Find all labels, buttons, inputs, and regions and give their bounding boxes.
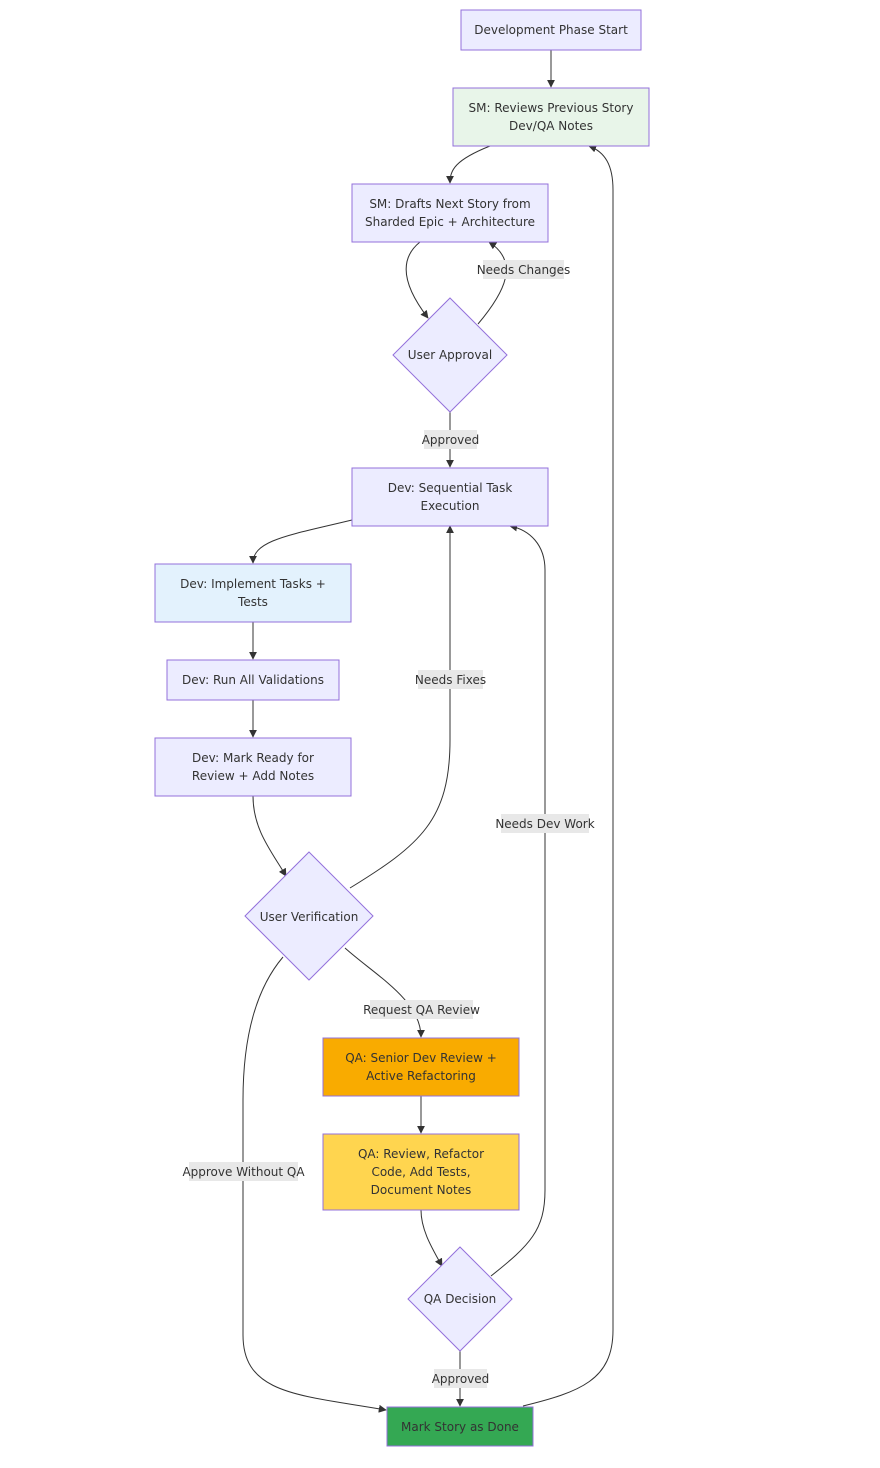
label-text: Needs Changes (477, 263, 571, 277)
nodes: Development Phase Start SM: Reviews Prev… (154, 9, 650, 1447)
node-qa-decision: QA Decision (407, 1246, 513, 1352)
decision-diamond (392, 297, 508, 413)
edge-user-approval-to-sm-draft (477, 241, 507, 325)
label-bg (418, 670, 483, 689)
node-label: Mark Story as Done (401, 1420, 519, 1434)
decision-diamond (407, 1246, 513, 1352)
node-label-line: Sharded Epic + Architecture (365, 215, 535, 229)
edge-sm-review-to-sm-draft (446, 145, 491, 184)
node-box (154, 737, 352, 797)
label-bg (501, 814, 589, 833)
node-mark-story-as-done: Mark Story as Done (386, 1406, 534, 1447)
edge-label-needs-changes: Needs Changes (477, 260, 571, 279)
edge-dev-ready-to-user-verify (252, 795, 287, 877)
node-label-line: QA Decision (424, 1292, 497, 1306)
node-box (166, 659, 340, 701)
edge-label-request-qa: Request QA Review (363, 1000, 480, 1019)
node-label-line: QA: Senior Dev Review + (345, 1051, 497, 1065)
label-text: Approved (432, 1372, 490, 1386)
node-label-line: Review + Add Notes (192, 769, 314, 783)
node-development-phase-start: Development Phase Start (460, 9, 642, 51)
node-label-line: Dev: Run All Validations (182, 673, 324, 687)
node-label-line: Dev: Sequential Task (388, 481, 513, 495)
node-label-line: Active Refactoring (366, 1069, 476, 1083)
node-label: Development Phase Start (474, 23, 628, 37)
node-box (386, 1406, 534, 1447)
node-label-line: User Verification (260, 910, 359, 924)
node-label-line: Code, Add Tests, (371, 1165, 470, 1179)
edges (242, 50, 614, 1413)
node-label-line: SM: Reviews Previous Story (469, 101, 634, 115)
edge-label-approved-story: Approved (422, 430, 480, 449)
node-label: QA: Senior Dev Review + Active Refactorin… (345, 1051, 497, 1083)
node-qa-senior-dev-review: QA: Senior Dev Review + Active Refactorin… (322, 1037, 520, 1097)
node-label-line: QA: Review, Refactor (358, 1147, 484, 1161)
node-dev-run-all-validations: Dev: Run All Validations (166, 659, 340, 701)
node-label-line: Dev: Implement Tasks + (180, 577, 326, 591)
node-label-line: Development Phase Start (474, 23, 628, 37)
label-text: Approved (422, 433, 480, 447)
node-user-approval: User Approval (392, 297, 508, 413)
node-label: Dev: Run All Validations (182, 673, 324, 687)
node-label-line: Dev: Mark Ready for (192, 751, 314, 765)
edge-label-needs-fixes: Needs Fixes (415, 670, 486, 689)
edge-user-verify-to-dev-exec (349, 525, 454, 889)
edge-qa-decision-to-dev-exec (490, 523, 546, 1277)
node-box (452, 87, 650, 147)
edge-label-approve-without-qa: Approve Without QA (182, 1162, 305, 1181)
node-label: User Approval (408, 348, 492, 362)
label-bg (483, 260, 564, 279)
edge-label-approved-qa: Approved (432, 1369, 490, 1388)
node-user-verification: User Verification (244, 851, 374, 981)
edge-labels: Needs Changes Approved Needs Fixes Needs… (182, 260, 595, 1388)
node-box (351, 467, 549, 527)
node-label-line: Mark Story as Done (401, 1420, 519, 1434)
edge-label-needs-dev-work: Needs Dev Work (495, 814, 595, 833)
edge-sm-draft-to-user-approval (405, 241, 429, 319)
node-label: User Verification (260, 910, 359, 924)
node-label: Dev: Implement Tasks + Tests (180, 577, 326, 609)
label-bg (434, 1369, 487, 1388)
node-label-line: Execution (421, 499, 480, 513)
node-dev-implement-tasks: Dev: Implement Tasks + Tests (154, 563, 352, 623)
edge-user-verify-to-qa-senior (344, 947, 425, 1038)
node-label-line: Dev/QA Notes (509, 119, 593, 133)
node-box (460, 9, 642, 51)
node-box (322, 1037, 520, 1097)
node-box (351, 183, 549, 243)
label-text: Needs Fixes (415, 673, 486, 687)
label-bg (370, 1000, 473, 1019)
node-label-line: User Approval (408, 348, 492, 362)
label-text: Needs Dev Work (495, 817, 594, 831)
label-text: Approve Without QA (182, 1165, 305, 1179)
edge-user-verify-to-done (242, 956, 387, 1413)
node-label-line: Document Notes (371, 1183, 472, 1197)
edge-qa-review-to-qa-decision (420, 1209, 443, 1267)
node-box (322, 1133, 520, 1211)
edge-done-to-sm-review (522, 144, 614, 1407)
node-label: QA Decision (424, 1292, 497, 1306)
node-label-line: SM: Drafts Next Story from (369, 197, 530, 211)
label-bg (189, 1162, 298, 1181)
label-bg (424, 430, 477, 449)
label-text: Request QA Review (363, 1003, 480, 1017)
node-label-line: Tests (237, 595, 268, 609)
edge-dev-exec-to-dev-impl (249, 519, 353, 564)
decision-diamond (244, 851, 374, 981)
node-box (154, 563, 352, 623)
